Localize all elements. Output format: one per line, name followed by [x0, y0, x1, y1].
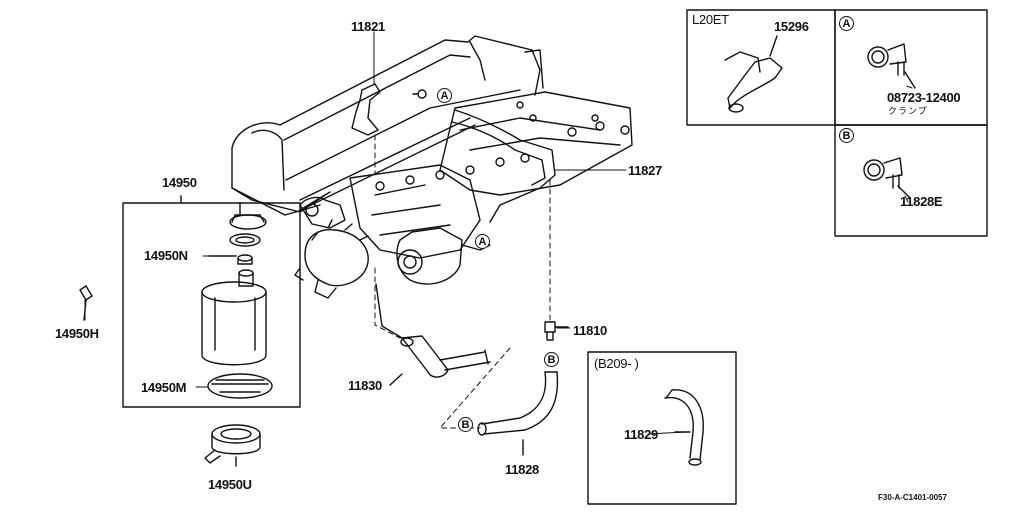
sensor-11810 — [544, 321, 569, 341]
marker-b-pipe: B — [458, 417, 473, 432]
inset-box-b209 — [587, 351, 737, 505]
clamp-a-drawing — [867, 43, 916, 89]
callout-11828: 11828 — [505, 462, 539, 477]
marker-a-throttle: A — [475, 234, 490, 249]
callout-11821: 11821 — [351, 19, 385, 34]
leader-lines — [84, 31, 913, 435]
callout-08723-12400: 08723-12400 — [887, 90, 961, 105]
callout-14950m: 14950M — [141, 380, 187, 395]
marker-b-hose: B — [544, 352, 559, 367]
clip-14950h — [79, 285, 93, 321]
callout-14950h: 14950H — [55, 326, 99, 341]
callout-14950: 14950 — [162, 175, 197, 190]
marker-a-top: A — [437, 88, 452, 103]
fuel-pump-assembly — [201, 202, 273, 399]
pipe-11830 — [375, 283, 491, 386]
inset-box-clamp-b — [834, 124, 988, 237]
diagram-code: F30-A-C1401-0057 — [878, 493, 947, 502]
flange-14950u — [204, 424, 261, 467]
inset-box-l20et — [686, 9, 836, 126]
inset-title-b209: (B209- ) — [594, 356, 639, 371]
inset-title-l20et: L20ET — [692, 12, 729, 27]
callout-11829: 11829 — [624, 427, 658, 442]
dashed-leaders — [374, 134, 551, 429]
hose-15296 — [724, 35, 783, 113]
callout-14950u: 14950U — [208, 477, 252, 492]
marker-a-inset: A — [839, 16, 854, 31]
callout-11830: 11830 — [348, 378, 382, 393]
hose-11828 — [477, 371, 559, 456]
engine-block-drawing — [231, 35, 633, 299]
callout-15296: 15296 — [774, 19, 809, 34]
callout-11810: 11810 — [573, 323, 607, 338]
callout-11827: 11827 — [628, 163, 662, 178]
callout-14950n: 14950N — [144, 248, 188, 263]
fuel-pump-group-box — [122, 195, 301, 408]
marker-b-inset: B — [839, 128, 854, 143]
clamp-japanese-label: クランプ — [888, 106, 928, 116]
callout-11828e: 11828E — [900, 194, 943, 209]
hose-11829 — [664, 389, 704, 466]
clamp-b-drawing — [863, 157, 911, 199]
